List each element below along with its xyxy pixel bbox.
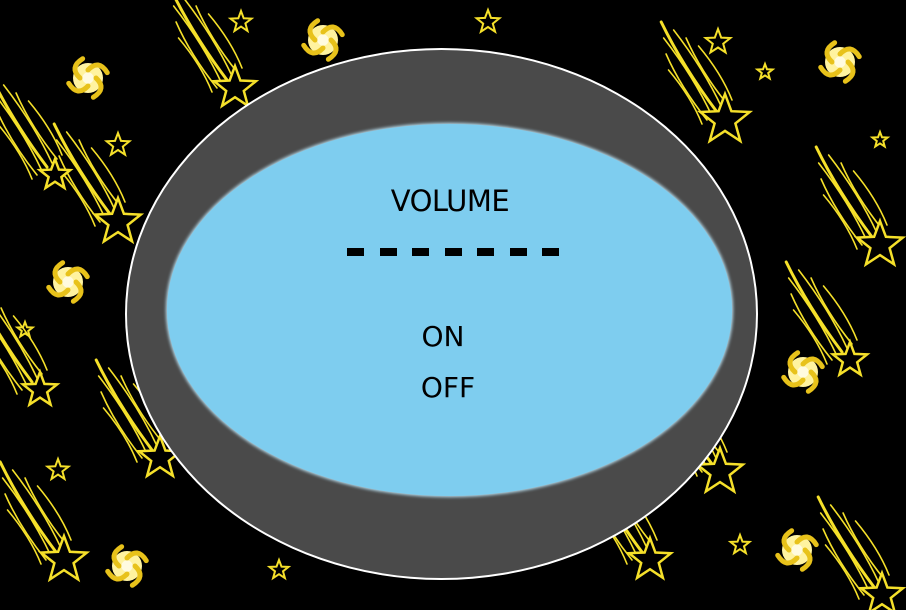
swirl-galaxy-icon: [775, 528, 819, 572]
shooting-star-icon: [659, 20, 754, 144]
volume-segment[interactable]: [509, 248, 527, 256]
volume-segment[interactable]: [379, 248, 397, 256]
menu-panel: [167, 124, 732, 496]
volume-slider[interactable]: [347, 248, 559, 256]
on-button[interactable]: ON: [421, 320, 465, 353]
off-button[interactable]: OFF: [420, 371, 476, 404]
swirl-galaxy-icon: [66, 56, 110, 100]
star-icon: [869, 129, 891, 149]
shooting-star-icon: [784, 260, 871, 378]
volume-segment[interactable]: [542, 248, 559, 256]
volume-segment[interactable]: [347, 248, 364, 256]
star-icon: [227, 8, 255, 34]
swirl-galaxy-icon: [301, 18, 345, 62]
volume-segment[interactable]: [412, 248, 429, 256]
star-icon: [14, 319, 36, 339]
volume-segment[interactable]: [444, 248, 462, 256]
volume-title: VOLUME: [390, 184, 510, 218]
star-icon: [44, 456, 72, 482]
swirl-galaxy-icon: [46, 260, 90, 304]
shooting-star-icon: [816, 495, 906, 610]
swirl-galaxy-icon: [105, 544, 149, 588]
star-icon: [702, 26, 734, 55]
shooting-star-icon: [814, 145, 906, 268]
star-icon: [103, 130, 133, 158]
shooting-star-icon: [0, 84, 74, 191]
star-icon: [266, 557, 292, 581]
shooting-star-icon: [0, 460, 91, 583]
swirl-galaxy-icon: [818, 40, 862, 84]
star-icon: [473, 7, 503, 35]
star-icon: [754, 61, 776, 81]
swirl-galaxy-icon: [781, 350, 825, 394]
star-icon: [727, 532, 753, 556]
shooting-star-icon: [52, 122, 145, 245]
shooting-star-icon: [0, 307, 61, 408]
shooting-star-icon: [172, 0, 260, 109]
volume-segment[interactable]: [477, 248, 494, 256]
